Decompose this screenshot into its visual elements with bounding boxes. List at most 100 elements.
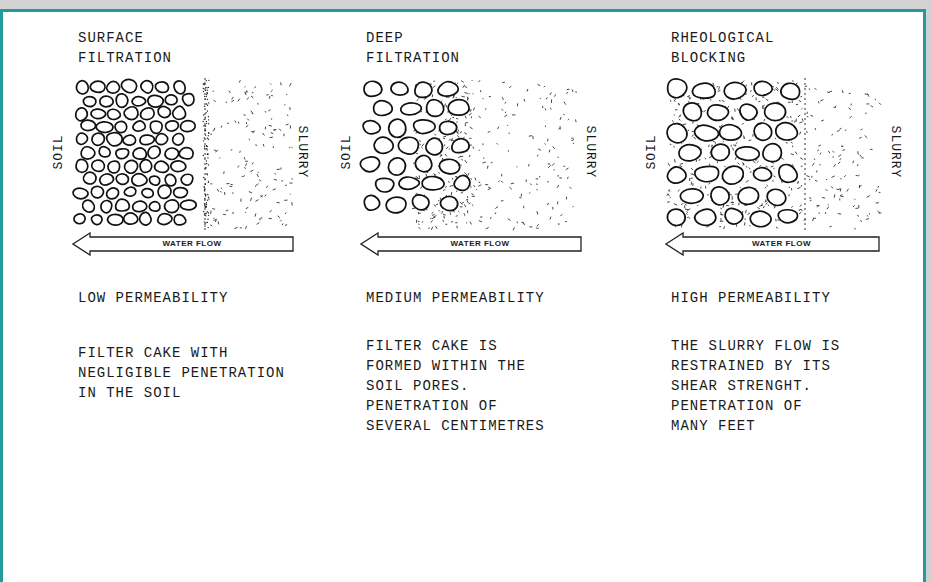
soil-grain: [181, 174, 193, 185]
slurry-particle: [679, 115, 680, 117]
slurry-particle: [271, 95, 273, 96]
soil-grain: [440, 159, 460, 174]
slurry-particle: [271, 90, 273, 92]
slurry-particle: [452, 178, 454, 180]
filter-cake-dot: [204, 205, 205, 206]
slurry-particle: [210, 183, 212, 184]
filter-cake-dot: [207, 105, 208, 106]
soil-grain: [388, 158, 405, 175]
filter-cake-dot: [204, 116, 205, 117]
slurry-particle: [840, 159, 842, 160]
slurry-particle: [538, 149, 541, 150]
slurry-particle: [283, 134, 284, 137]
slurry-particle: [210, 225, 212, 226]
slurry-particle: [723, 226, 725, 229]
slurry-particle: [232, 97, 234, 100]
slurry-particle: [566, 197, 567, 200]
slurry-particle: [773, 168, 774, 170]
filter-cake-dot: [207, 154, 208, 155]
slurry-particle: [828, 151, 829, 153]
slurry-particle: [789, 187, 790, 188]
slurry-particle: [845, 129, 846, 130]
slurry-particle: [214, 100, 216, 102]
slurry-particle: [679, 165, 682, 167]
slurry-particle: [240, 199, 241, 202]
soil-grain: [181, 121, 196, 132]
slurry-particle: [791, 206, 792, 207]
slurry-particle: [456, 215, 458, 217]
filter-cake-dot: [206, 80, 207, 81]
slurry-particle: [800, 158, 803, 160]
soil-grain: [778, 210, 797, 223]
slurry-particle: [472, 196, 475, 197]
filter-cake-dot: [206, 87, 207, 88]
slurry-particle: [667, 194, 669, 195]
slurry-particle: [263, 133, 265, 136]
slurry-particle: [753, 161, 756, 163]
slurry-particle: [559, 177, 562, 178]
slurry-particle: [853, 205, 855, 207]
slurry-particle: [469, 138, 471, 139]
slurry-particle: [219, 157, 221, 158]
slurry-particle: [840, 194, 843, 196]
soil-grain: [92, 133, 104, 145]
slurry-particle: [817, 150, 819, 151]
soil-grain: [100, 174, 114, 185]
slurry-particle: [271, 95, 273, 96]
slurry-particle: [460, 132, 462, 134]
filter-cake-dot: [202, 121, 203, 122]
slurry-particle: [238, 99, 240, 102]
slurry-particle: [799, 100, 802, 101]
slurry-particle: [773, 89, 775, 91]
soil-grain: [76, 159, 88, 172]
slurry-particle: [564, 102, 566, 105]
slurry-particle: [545, 108, 547, 110]
slurry-particle: [432, 217, 435, 218]
soil-grain: [693, 83, 716, 98]
slurry-particle: [694, 137, 696, 139]
slurry-particle: [443, 137, 445, 139]
slurry-particle: [814, 128, 816, 130]
slurry-particle: [776, 87, 778, 89]
slurry-particle: [809, 197, 811, 199]
surface-filtration-sketch: [73, 78, 293, 230]
slurry-particle: [844, 175, 846, 177]
slurry-particle: [278, 216, 280, 218]
slurry-particle: [433, 81, 435, 82]
slurry-particle: [552, 207, 553, 210]
slurry-particle: [451, 138, 452, 141]
soil-grain: [107, 188, 119, 199]
slurry-particle: [554, 169, 555, 170]
slurry-particle: [709, 164, 710, 166]
slurry-particle: [798, 181, 799, 184]
filter-cake-dot: [204, 225, 205, 226]
slurry-particle: [860, 155, 862, 157]
slurry-particle: [678, 103, 680, 105]
slurry-particle: [509, 187, 511, 189]
slurry-particle: [483, 162, 486, 163]
slurry-particle: [749, 168, 751, 169]
slurry-particle: [819, 164, 820, 165]
slurry-particle: [220, 191, 221, 193]
slurry-particle: [860, 220, 862, 221]
slurry-particle: [432, 212, 434, 213]
slurry-particle: [421, 186, 422, 189]
filter-cake-dot: [207, 90, 208, 91]
slurry-particle: [286, 94, 288, 95]
slurry-particle: [291, 202, 292, 205]
slurry-particle: [568, 119, 569, 120]
filter-cake-dot: [205, 206, 206, 207]
slurry-particle: [812, 163, 814, 166]
soil-grain: [722, 166, 743, 184]
soil-grain: [133, 121, 145, 131]
slurry-particle: [450, 212, 451, 214]
filter-cake-dot: [207, 227, 208, 228]
soil-grain: [171, 161, 186, 172]
soil-grain: [115, 121, 127, 132]
slurry-particle: [555, 94, 556, 96]
filter-cake-dot: [203, 211, 204, 212]
slurry-particle: [572, 139, 574, 140]
slurry-particle: [418, 221, 420, 223]
slurry-particle: [274, 179, 277, 180]
